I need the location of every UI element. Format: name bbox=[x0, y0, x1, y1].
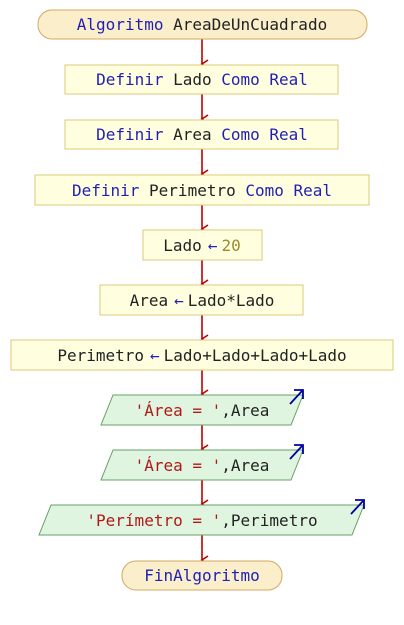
assign-perimetro-shape bbox=[10, 339, 394, 371]
output-area-2-label: 'Área = ',Area bbox=[135, 456, 270, 475]
end-label: FinAlgoritmo bbox=[144, 566, 260, 585]
assign-perimetro-block: Perimetro←Lado+Lado+Lado+Lado bbox=[10, 339, 394, 371]
output-perimetro-shape bbox=[38, 504, 365, 536]
assign-lado-label: Lado←20 bbox=[163, 236, 240, 255]
output-arrow-icon bbox=[350, 499, 365, 515]
output-area-2-shape bbox=[100, 449, 304, 481]
output-perimetro: 'Perímetro = ',Perimetro bbox=[38, 499, 365, 536]
output-area-1: 'Área = ',Area bbox=[100, 389, 304, 426]
start-terminal-shape bbox=[37, 9, 368, 40]
assign-lado-block: Lado←20 bbox=[142, 229, 263, 261]
end-terminal: FinAlgoritmo bbox=[121, 560, 283, 591]
define-area-shape bbox=[64, 119, 339, 150]
assign-area-label: Area←Lado*Lado bbox=[130, 291, 275, 310]
output-perimetro-label: 'Perímetro = ',Perimetro bbox=[86, 511, 317, 530]
assign-perimetro-label: Perimetro←Lado+Lado+Lado+Lado bbox=[57, 346, 346, 365]
assign-area-shape bbox=[99, 284, 304, 316]
define-lado-shape bbox=[64, 64, 339, 95]
assign-lado-shape bbox=[142, 229, 263, 261]
output-area-1-label: 'Área = ',Area bbox=[135, 401, 270, 420]
assign-area-block: Area←Lado*Lado bbox=[99, 284, 304, 316]
output-area-1-shape bbox=[100, 394, 304, 426]
define-perimetro-shape bbox=[34, 174, 370, 206]
output-arrow-icon bbox=[289, 444, 304, 460]
output-area-2: 'Área = ',Area bbox=[100, 444, 304, 481]
end-terminal-shape bbox=[121, 560, 283, 591]
output-arrow-icon bbox=[289, 389, 304, 405]
